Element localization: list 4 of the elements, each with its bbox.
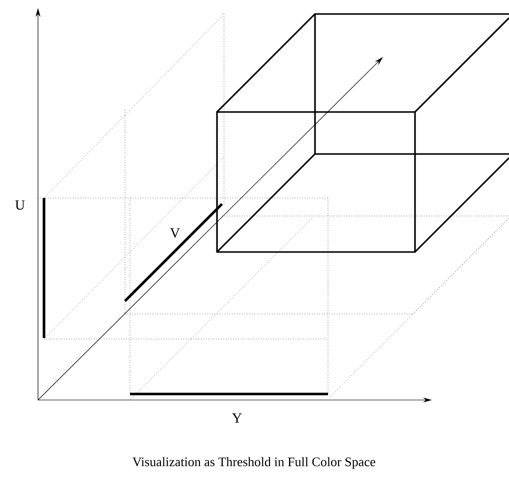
axis-label: U bbox=[15, 200, 25, 210]
axis-label: Y bbox=[232, 413, 242, 423]
axis-label: V bbox=[170, 228, 180, 238]
caption: Visualization as Threshold in Full Color Space bbox=[132, 457, 376, 469]
